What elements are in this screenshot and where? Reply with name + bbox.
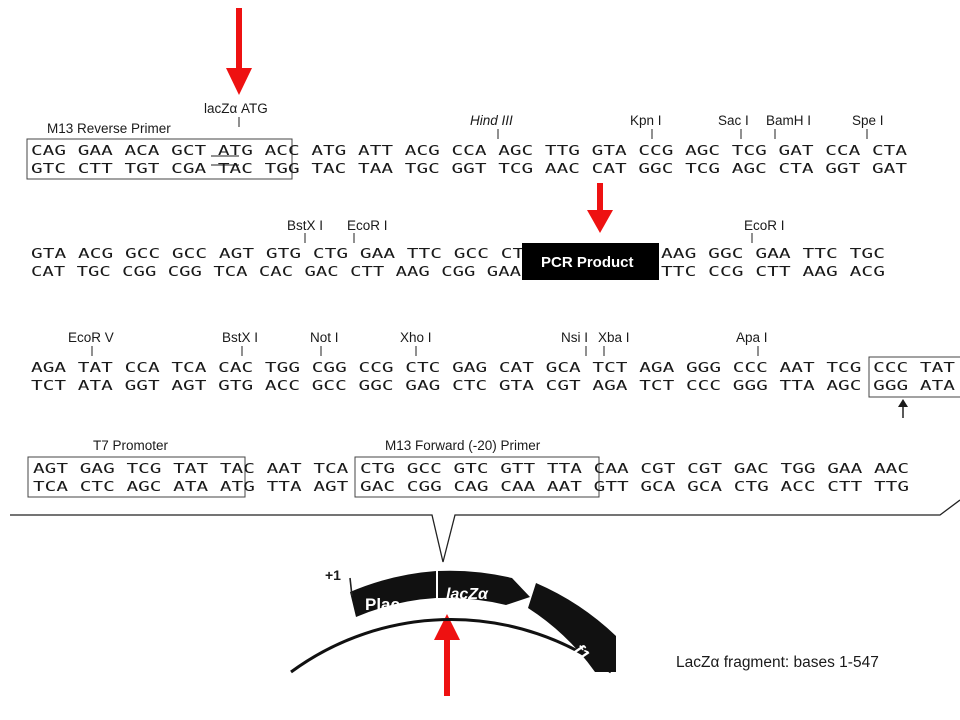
m13-reverse-primer-box bbox=[26, 138, 293, 180]
site-ecorv-label: EcoR V bbox=[68, 330, 114, 345]
site-hind3-label: Hind III bbox=[470, 113, 513, 128]
plus-one-tick bbox=[349, 577, 353, 597]
arrow-pcr-icon bbox=[587, 183, 613, 233]
site-bamh1-label: BamH I bbox=[766, 113, 811, 128]
sequence-row1-top: CAG GAA ACA GCT ATG ACC ATG ATT ACG CCA … bbox=[31, 143, 907, 159]
sequence-row3-top: AGA TAT CCA TCA CAC TGG CGG CCG CTC GAG … bbox=[31, 360, 955, 376]
pcr-product-label: PCR Product bbox=[541, 254, 634, 271]
sequence-row3-bottom: TCT ATA GGT AGT GTG ACC GCC GGC GAG CTC … bbox=[31, 378, 955, 394]
plac-feature bbox=[350, 571, 436, 617]
pcr-product-box bbox=[522, 243, 659, 280]
sequence-row2-bottom-left: CAT TGC CGG CGG TCA CAC GAC CTT AAG CGG … bbox=[31, 264, 521, 280]
site-bstx1-b-label: BstX I bbox=[222, 330, 258, 345]
insertion-arrow-icon bbox=[898, 399, 908, 418]
site-sac1-label: Sac I bbox=[718, 113, 749, 128]
sequence-row2-top-left: GTA ACG GCC GCC AGT GTG CTG GAA TTC GCC … bbox=[31, 246, 536, 262]
plus-one-label: +1 bbox=[325, 567, 341, 583]
m13-forward-primer-box bbox=[354, 456, 600, 498]
site-bstx1-a-label: BstX I bbox=[287, 218, 323, 233]
site-apa1-label: Apa I bbox=[736, 330, 768, 345]
sequence-row4-bottom: TCA CTC AGC ATA ATG TTA AGT GAC CGG CAG … bbox=[33, 479, 909, 495]
sequence-row1-bottom: GTC CTT TGT CGA TAC TGG TAC TAA TGC GGT … bbox=[31, 161, 907, 177]
plasmid-circle bbox=[290, 617, 612, 674]
site-xba1-label: Xba I bbox=[598, 330, 630, 345]
callout-lines bbox=[10, 499, 960, 563]
t7-promoter-box-start bbox=[868, 356, 960, 398]
site-kpn1-label: Kpn I bbox=[630, 113, 662, 128]
site-ecor1-b-label: EcoR I bbox=[744, 218, 785, 233]
lacz-atg-label: lacZα ATG bbox=[204, 101, 268, 116]
site-nsi1-label: Nsi I bbox=[561, 330, 588, 345]
t7-promoter-box bbox=[27, 456, 246, 498]
sequence-row4-top: AGT GAG TCG TAT TAC AAT TCA CTG GCC GTC … bbox=[33, 461, 909, 477]
sequence-row2-bottom-right: TTC CCG CTT AAG ACG bbox=[661, 264, 885, 280]
plac-label: Plac bbox=[365, 595, 400, 614]
t7-promoter-label: T7 Promoter bbox=[93, 438, 169, 453]
m13-reverse-primer-label: M13 Reverse Primer bbox=[47, 121, 171, 136]
f1-feature bbox=[528, 583, 616, 672]
fragment-caption: LacZα fragment: bases 1-547 bbox=[676, 654, 879, 671]
sequence-row2-top-right: AAG GGC GAA TTC TGC bbox=[661, 246, 885, 262]
site-xho1-label: Xho I bbox=[400, 330, 432, 345]
arrow-bottom-icon bbox=[434, 614, 460, 696]
m13-forward-primer-label: M13 Forward (-20) Primer bbox=[385, 438, 541, 453]
site-spe1-label: Spe I bbox=[852, 113, 884, 128]
lacz-feature bbox=[438, 570, 530, 605]
arrow-top-icon bbox=[226, 8, 252, 95]
site-ecor1-a-label: EcoR I bbox=[347, 218, 388, 233]
site-not1-label: Not I bbox=[310, 330, 339, 345]
lacz-label: lacZα bbox=[446, 586, 489, 603]
